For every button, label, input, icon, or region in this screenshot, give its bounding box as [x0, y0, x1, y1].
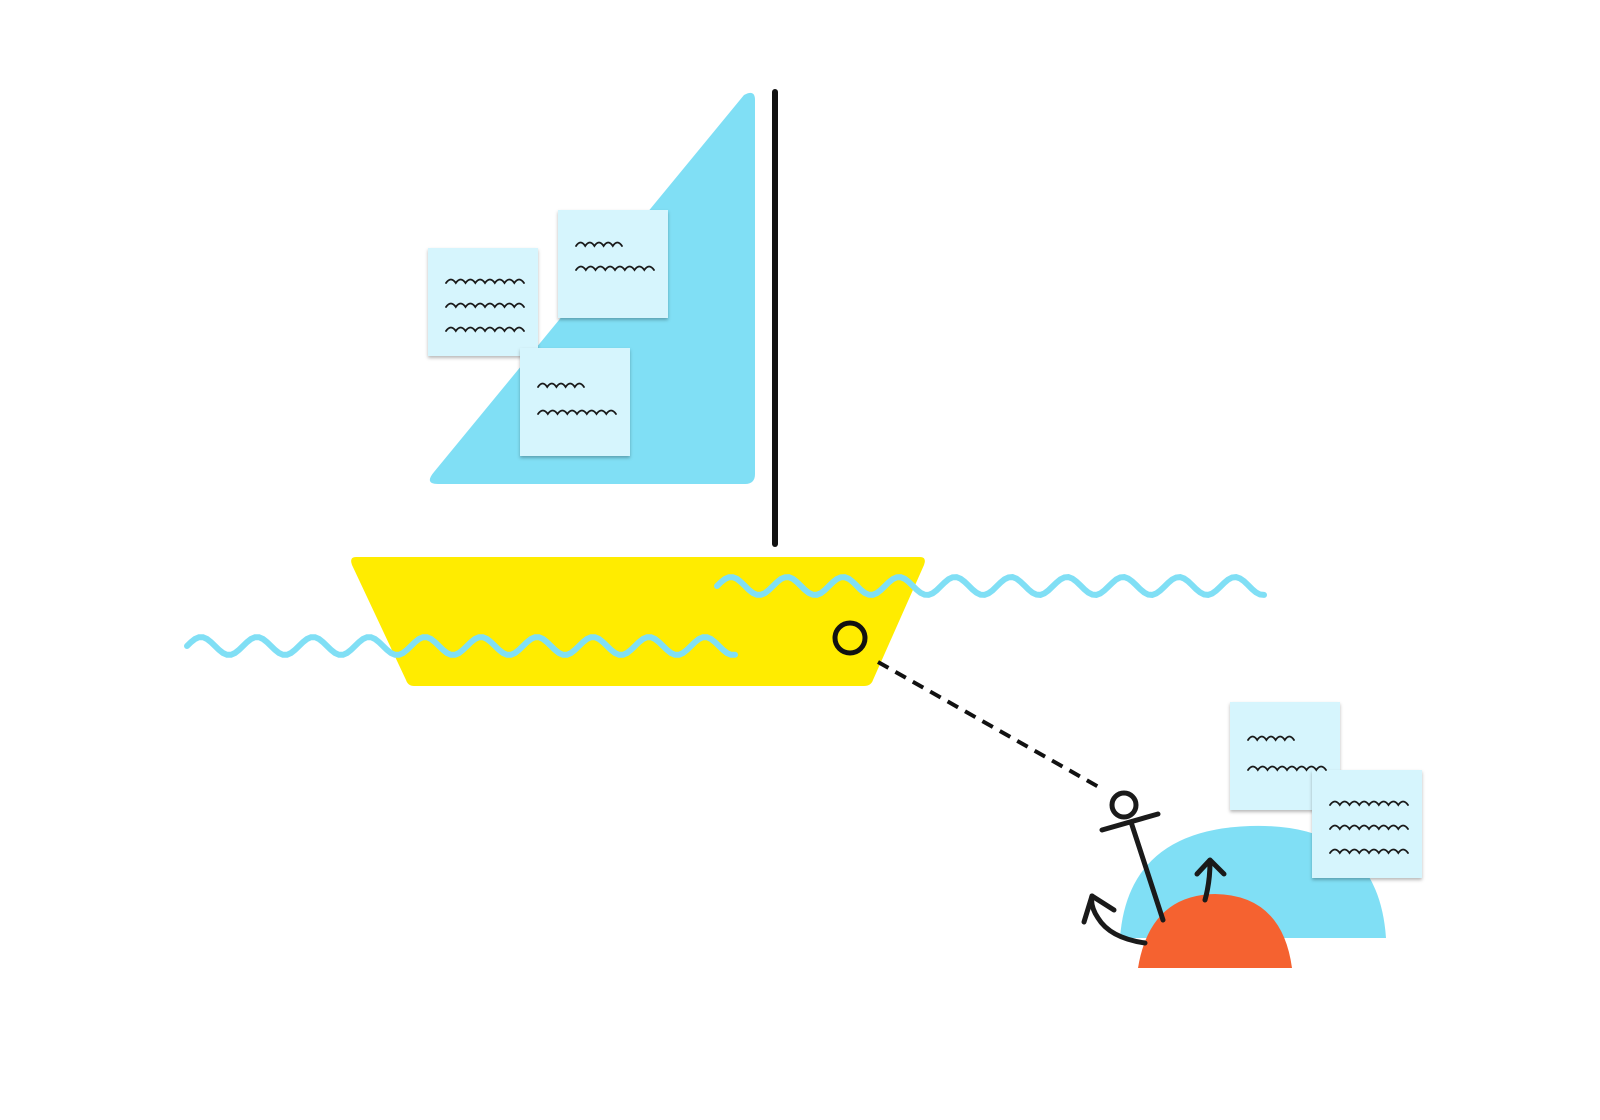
- scribble-line: [1329, 824, 1409, 831]
- wave-line: [184, 634, 738, 658]
- scribble-line: [1247, 735, 1295, 742]
- scribble-line: [537, 409, 617, 416]
- note-scribbles: [445, 241, 655, 416]
- scribble-line: [575, 241, 623, 248]
- note-scribbles: [1247, 735, 1409, 855]
- hull-shape: [351, 557, 925, 686]
- rope-line: [877, 660, 1105, 792]
- sticky-note: [428, 248, 538, 356]
- sticky-note: [1312, 770, 1422, 878]
- scribble-line: [445, 278, 525, 285]
- sticky-note: [520, 348, 630, 456]
- scribble-line: [1329, 800, 1409, 807]
- wave-line: [714, 574, 1267, 598]
- rope-eyelet: [832, 620, 868, 656]
- scribble-line: [1329, 848, 1409, 855]
- scribble-line: [445, 302, 525, 309]
- buoy-shape: [1138, 894, 1292, 968]
- sticky-note: [558, 210, 668, 318]
- scribble-line: [575, 265, 655, 272]
- anchor-icon: [1081, 790, 1227, 946]
- scribble-line: [445, 326, 525, 333]
- scribble-line: [1247, 765, 1327, 772]
- scribble-line: [537, 382, 585, 389]
